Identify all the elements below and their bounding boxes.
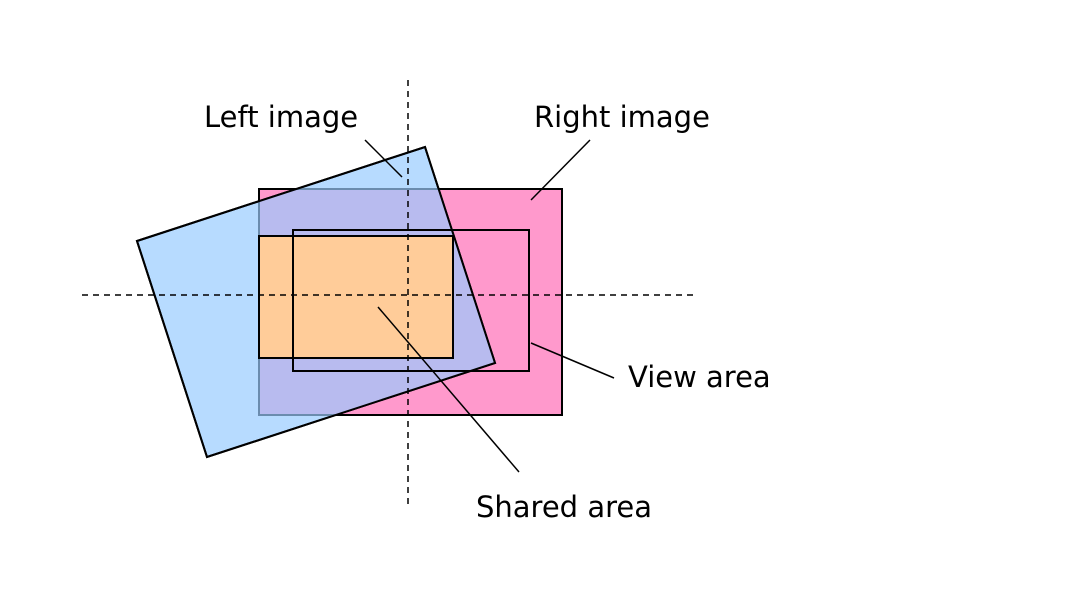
view-area-leader: [530, 342, 615, 379]
right-image-label: Right image: [534, 100, 710, 134]
view-area-label: View area: [628, 360, 771, 394]
view-area-rect: [292, 229, 530, 372]
left-image-label: Left image: [204, 100, 359, 134]
shared-area-rect: [258, 235, 454, 359]
shared-area-leader: [377, 306, 520, 473]
shared-area-label: Shared area: [476, 490, 652, 524]
right-image-leader: [530, 139, 591, 201]
left-image-leader: [364, 139, 403, 178]
left-image-border: [135, 145, 497, 459]
